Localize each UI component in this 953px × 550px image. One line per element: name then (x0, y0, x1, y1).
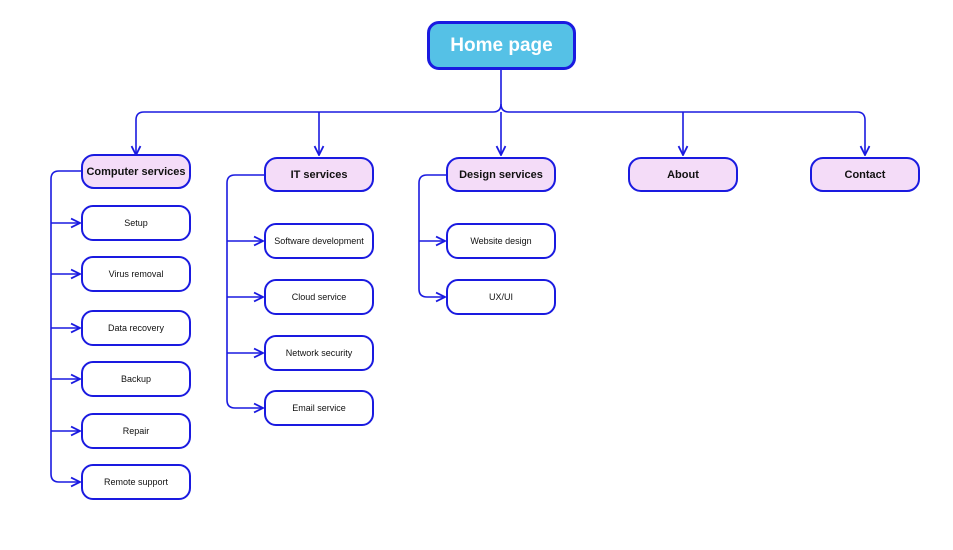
contact-node: Contact (810, 157, 920, 192)
home-page-node: Home page (427, 21, 576, 70)
virus-removal-node: Virus removal (81, 256, 191, 292)
design-services-node: Design services (446, 157, 556, 192)
website-design-node: Website design (446, 223, 556, 259)
ux-ui-node: UX/UI (446, 279, 556, 315)
it-services-node: IT services (264, 157, 374, 192)
data-recovery-node: Data recovery (81, 310, 191, 346)
repair-node: Repair (81, 413, 191, 449)
setup-node: Setup (81, 205, 191, 241)
email-service-node: Email service (264, 390, 374, 426)
computer-services-spine (50, 170, 81, 482)
computer-services-node: Computer services (81, 154, 191, 189)
backup-node: Backup (81, 361, 191, 397)
remote-support-node: Remote support (81, 464, 191, 500)
cloud-service-node: Cloud service (264, 279, 374, 315)
software-development-node: Software development (264, 223, 374, 259)
about-node: About (628, 157, 738, 192)
network-security-node: Network security (264, 335, 374, 371)
it-services-spine (226, 174, 265, 408)
root-connector (500, 103, 865, 155)
design-services-spine (418, 174, 447, 297)
